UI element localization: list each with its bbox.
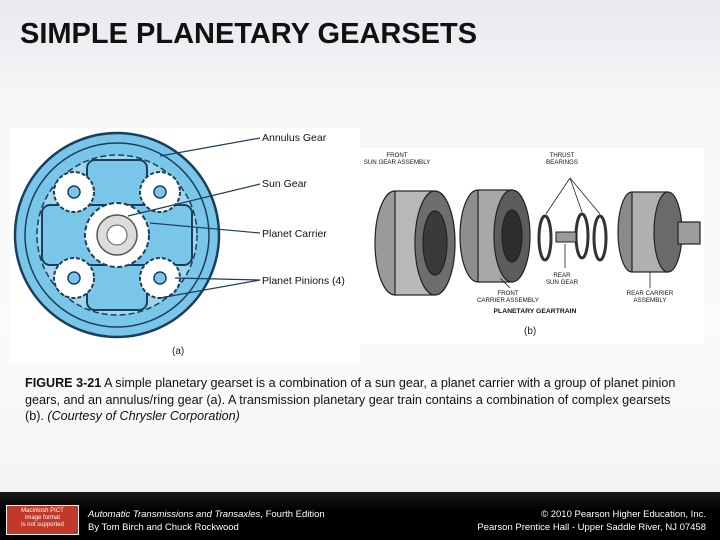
label-rear-carrier-assembly: REAR CARRIER ASSEMBLY: [626, 290, 674, 304]
footer-book-title: Automatic Transmissions and Transaxles: [88, 509, 261, 520]
footer-book-info: Automatic Transmissions and Transaxles, …: [88, 508, 325, 534]
label-planetary-geartrain: PLANETARY GEARTRAIN: [493, 308, 577, 315]
caption-credit: (Courtesy of Chrysler Corporation): [47, 409, 240, 423]
footer-publisher-info: © 2010 Pearson Higher Education, Inc. Pe…: [477, 508, 706, 534]
publisher-logo-placeholder: Macintosh PICT image format is not suppo…: [6, 505, 79, 535]
footer-authors: By Tom Birch and Chuck Rockwood: [88, 522, 239, 533]
label-front-sun-gear-assembly: FRONT SUN GEAR ASSEMBLY: [363, 152, 431, 166]
label-rear-sun-gear: REAR SUN GEAR: [545, 272, 579, 286]
figure-a-label: (a): [172, 346, 185, 357]
footer-bar: Macintosh PICT image format is not suppo…: [0, 492, 720, 540]
callout-planet-carrier: Planet Carrier: [262, 228, 327, 240]
footer-edition: , Fourth Edition: [260, 509, 325, 520]
footer-publisher: Pearson Prentice Hall - Upper Saddle Riv…: [477, 522, 706, 533]
callout-planet-pinions: Planet Pinions (4): [262, 275, 345, 287]
slide-title: SIMPLE PLANETARY GEARSETS: [20, 18, 478, 50]
figure-a-planetary-diagram: Annulus Gear Sun Gear Planet Carrier Pla…: [10, 128, 360, 363]
figure-b-planetary-geartrain: FRONT SUN GEAR ASSEMBLY THRUST BEARINGS …: [360, 148, 704, 344]
label-front-carrier-assembly: FRONT CARRIER ASSEMBLY: [476, 290, 540, 304]
planetary-geartrain-illustration: [360, 148, 704, 344]
footer-copyright: © 2010 Pearson Higher Education, Inc.: [541, 509, 706, 520]
caption-figure-number: FIGURE 3-21: [25, 376, 102, 390]
callout-sun-gear: Sun Gear: [262, 178, 307, 190]
figure-caption: FIGURE 3-21 A simple planetary gearset i…: [25, 375, 685, 425]
label-thrust-bearings: THRUST BEARINGS: [546, 152, 578, 166]
caption-text: A simple planetary gearset is a combinat…: [25, 376, 676, 423]
figure-b-label: (b): [524, 326, 537, 337]
callout-annulus-gear: Annulus Gear: [262, 132, 327, 144]
logo-text: Macintosh PICT image format is not suppo…: [21, 508, 64, 528]
planetary-gearset-illustration: [10, 128, 360, 363]
